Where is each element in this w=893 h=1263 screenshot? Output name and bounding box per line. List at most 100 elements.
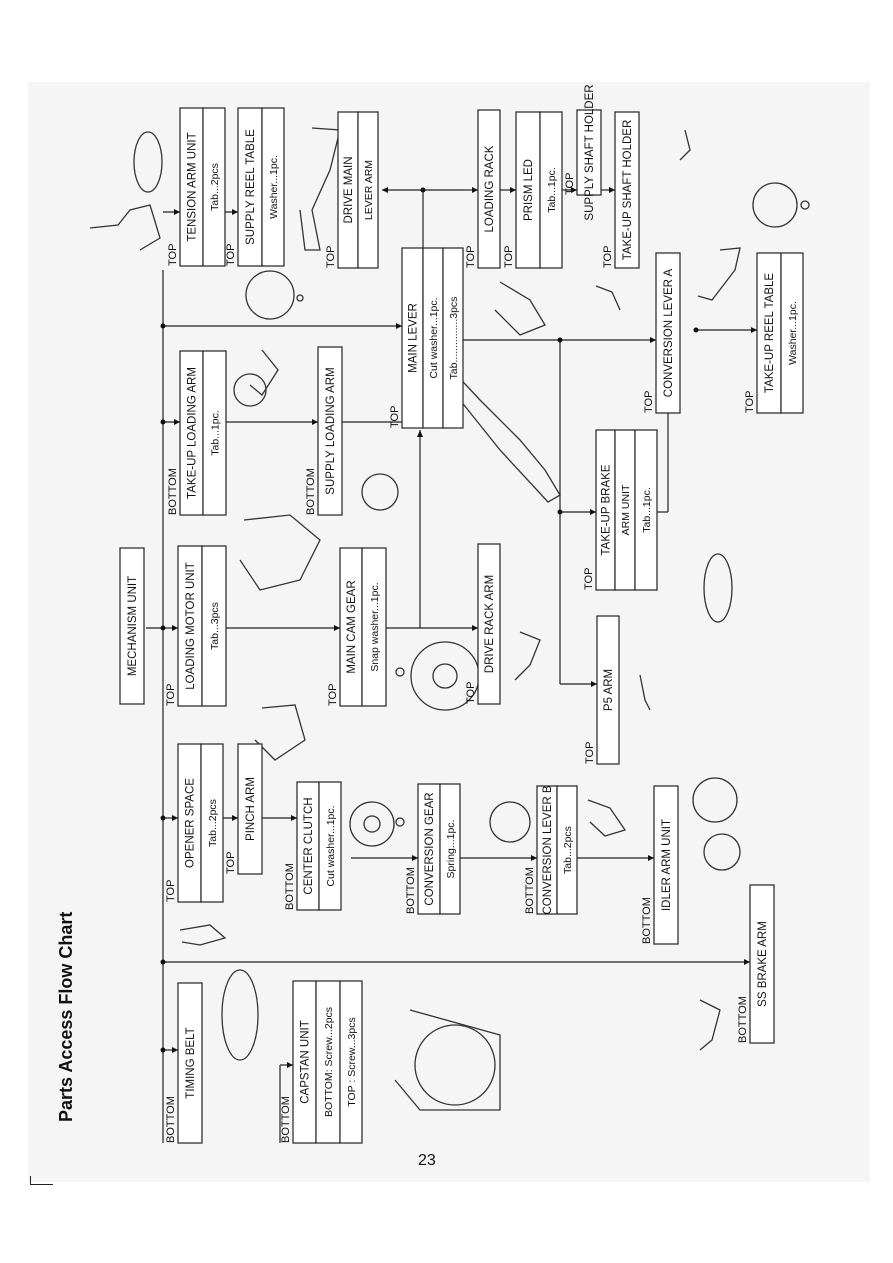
tension-arm-unit-label-2: Tab...2pcs [209, 163, 221, 211]
drive-main-lever-arm-label-2: LEVER ARM [363, 160, 375, 220]
take-up-brake-arm-unit-row-box [634, 429, 658, 591]
ss-brake-arm-label-1: SS BRAKE ARM [757, 921, 769, 1007]
arrowhead [232, 209, 238, 215]
loading-motor-unit-side-label: TOP [165, 684, 177, 706]
drive-main-lever-arm-row-box [357, 111, 379, 269]
drive-rack-arm-row-box [477, 543, 501, 705]
arrowhead [510, 187, 516, 193]
idler-gear-illustration-2 [703, 833, 741, 871]
prism-led-side-label: TOP [503, 246, 515, 268]
conversion-gear-side-label: BOTTOM [405, 867, 417, 914]
conversion-gear-label-1: CONVERSION GEAR [424, 792, 436, 905]
main-lever-illustration [494, 281, 546, 336]
capstan-unit-side-label: BOTTOM [280, 1096, 292, 1143]
take-up-brake-arm-unit-label-2: ARM UNIT [620, 484, 632, 535]
take-up-reel-table-row-box [780, 252, 804, 414]
take-up-reel-table-label-2: Washer...1pc. [787, 301, 799, 365]
node-mechanism-unit: MECHANISM UNIT [119, 547, 145, 705]
ss-brake-arm-side-label: BOTTOM [737, 996, 749, 1043]
tension-arm-unit-row-box [202, 107, 226, 267]
take-up-brake-arm-unit-label-1: TAKE-UP BRAKE [601, 464, 613, 555]
conversion-gear-illustration [489, 801, 531, 843]
ss-brake-arm-illustration [699, 999, 721, 1051]
loading-rack-illustration [451, 369, 561, 503]
supply-reel-table-side-label: TOP [225, 244, 237, 266]
loading-rack-side-label: TOP [465, 246, 477, 268]
junction-dot [160, 419, 166, 425]
opener-illustration [179, 924, 227, 946]
opener-space-label-1: OPENER SPACE [185, 778, 197, 868]
idler-gear-illustration [692, 777, 738, 823]
junction-dot [160, 323, 166, 329]
arrowhead [591, 681, 597, 687]
arrowhead [472, 625, 478, 631]
junction-dot [160, 1047, 166, 1053]
idler-arm-unit-label-1: IDLER ARM UNIT [661, 819, 673, 911]
snap-washer-icon [395, 667, 405, 677]
capstan-flywheel-illustration [414, 1024, 496, 1106]
supply-shaft-holder-label-1: SUPPLY SHAFT HOLDER [584, 84, 596, 220]
take-up-loading-arm-label-1: TAKE-UP LOADING ARM [187, 367, 199, 499]
arrowhead [232, 815, 238, 821]
drive-rack-arm-side-label: TOP [465, 682, 477, 704]
opener-space-label-2: Tab...2pcs [207, 799, 219, 847]
drive-rack-arm-label-1: DRIVE RACK ARM [484, 575, 496, 673]
arrowhead [174, 209, 180, 215]
arrowhead [396, 323, 402, 329]
supply-shaft-holder-row-box [576, 109, 602, 196]
junction-dot [557, 509, 563, 515]
arrowhead [382, 187, 388, 193]
main-lever-label-1: MAIN LEVER [408, 303, 420, 373]
take-up-reel-table-label-1: TAKE-UP REEL TABLE [764, 273, 776, 393]
timing-belt-label-1: TIMING BELT [185, 1027, 197, 1098]
pinch-arm-row-box [237, 743, 263, 875]
conversion-lever-a-illustration [697, 247, 741, 301]
conversion-lever-b-row-box [556, 785, 578, 915]
brake-band-illustration [703, 553, 733, 623]
main-cam-gear-hub [432, 663, 458, 689]
main-lever-label-3: Tab...............3pcs [448, 297, 460, 380]
capstan-unit-label-2: BOTTOM: Screw...2pcs [323, 1007, 335, 1117]
conversion-lever-b-side-label: BOTTOM [524, 867, 536, 914]
p5-arm-illustration [639, 674, 651, 711]
tension-arm-unit-label-1: TENSION ARM UNIT [187, 132, 199, 241]
tension-arm-illustration [89, 204, 161, 251]
supply-loading-arm-gear [361, 473, 399, 511]
supply-shaft-holder-side-label: TOP [564, 173, 576, 195]
loading-motor-unit-label-1: LOADING MOTOR UNIT [185, 562, 197, 690]
cut-washer-icon [395, 817, 405, 827]
main-lever-row-box [442, 247, 464, 429]
drive-main-lever-arm-illustration [299, 127, 341, 251]
tension-band-illustration [133, 131, 163, 193]
drive-main-lever-arm-side-label: TOP [325, 246, 337, 268]
main-cam-gear-row-box [361, 547, 387, 707]
prism-led-row-box [515, 111, 541, 269]
capstan-unit-label-1: CAPSTAN UNIT [300, 1020, 312, 1104]
supply-reel-table-label-1: SUPPLY REEL TABLE [245, 129, 257, 245]
loading-motor-illustration [239, 514, 321, 591]
washer-icon [296, 294, 304, 302]
p5-arm-side-label: TOP [584, 742, 596, 764]
arrowhead [412, 855, 418, 861]
take-up-reel-table-row-box [756, 252, 782, 414]
junction-dot [693, 327, 699, 333]
idler-arm-unit-row-box [653, 785, 679, 945]
center-clutch-label-2: Cut washer...1pc. [325, 805, 337, 886]
tension-arm-unit-side-label: TOP [167, 244, 179, 266]
center-clutch-label-1: CENTER CLUTCH [303, 797, 315, 894]
node-supply-shaft-holder: SUPPLY SHAFT HOLDER TOP [564, 84, 602, 221]
mechanism-unit-row-box [119, 547, 145, 705]
junction-dot [160, 959, 166, 965]
take-up-loading-arm-gear [233, 373, 267, 407]
